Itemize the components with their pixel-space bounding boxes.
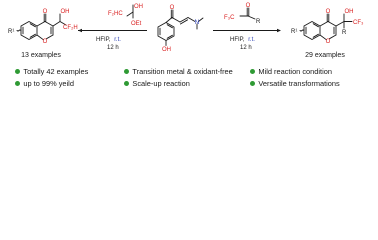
highlight-item: up to 99% yeild xyxy=(15,80,74,87)
left-conditions: HFIP, r.t. xyxy=(96,37,121,43)
left-conditions-time: 12 h xyxy=(107,45,119,51)
left-reagent-oh: OH xyxy=(134,4,143,10)
left-product-structure xyxy=(16,13,67,41)
highlight-text: Transition metal & oxidant-free xyxy=(132,67,233,76)
left-reagent-oet: OEt xyxy=(131,21,142,27)
reaction-scheme: O O OH CF₂H R¹ 13 examples F₂HC OH OEt H… xyxy=(8,3,364,59)
bullet-dot-icon xyxy=(250,69,256,75)
center-substrate-structure xyxy=(157,9,204,46)
right-arrow-head xyxy=(277,28,281,33)
center-substrate-n: N xyxy=(195,19,200,26)
highlight-item: Scale-up reaction xyxy=(124,80,190,87)
highlight-text: Scale-up reaction xyxy=(132,79,190,88)
right-reagent-f3c: F₃C xyxy=(224,15,235,21)
left-product-count: 13 examples xyxy=(21,52,61,59)
left-product-carbonyl-o: O xyxy=(43,9,48,15)
bullet-dot-icon xyxy=(124,69,130,75)
highlight-item: Totally 42 examples xyxy=(15,68,88,75)
right-product-r1: R¹ xyxy=(291,29,297,35)
bullet-dot-icon xyxy=(15,69,21,75)
bullet-dot-icon xyxy=(124,81,130,87)
highlight-item: Mild reaction condition xyxy=(250,68,332,75)
right-reagent-r: R xyxy=(256,19,261,25)
center-substrate-carbonyl-o: O xyxy=(170,5,175,11)
left-reagent-structure xyxy=(126,4,134,19)
right-conditions-temp: r.t. xyxy=(248,37,255,43)
highlight-item: Versatile transformations xyxy=(250,80,340,87)
right-reagent-o: O xyxy=(246,3,251,9)
right-conditions-time: 12 h xyxy=(240,45,252,51)
highlight-item: Transition metal & oxidant-free xyxy=(124,68,233,75)
bullet-dot-icon xyxy=(250,81,256,87)
bullet-dot-icon xyxy=(15,81,21,87)
left-conditions-temp: r.t. xyxy=(114,37,121,43)
right-product-cf3: CF₃ xyxy=(353,20,364,26)
right-product-carbonyl-o: O xyxy=(326,9,331,15)
right-product-structure xyxy=(299,13,353,41)
left-product-cf2h: CF₂H xyxy=(63,25,78,31)
right-reagent-structure xyxy=(239,7,256,20)
center-substrate-oh: OH xyxy=(162,47,171,53)
left-product-r1: R¹ xyxy=(8,29,14,35)
right-conditions-solvent: HFIP, xyxy=(230,37,245,43)
right-product-oh: OH xyxy=(345,9,354,15)
left-arrow-head xyxy=(78,28,82,33)
right-product-count: 29 examples xyxy=(305,52,345,59)
highlight-text: Versatile transformations xyxy=(258,79,340,88)
highlight-text: Totally 42 examples xyxy=(23,67,89,76)
left-conditions-solvent: HFIP, xyxy=(96,37,111,43)
highlight-text: Mild reaction condition xyxy=(258,67,332,76)
right-product-r: R xyxy=(342,30,347,36)
left-product-ring-o: O xyxy=(43,39,48,45)
left-reagent-cf2h: F₂HC xyxy=(108,11,123,17)
highlight-text: up to 99% yeild xyxy=(23,79,74,88)
right-product-ring-o: O xyxy=(326,39,331,45)
left-product-oh: OH xyxy=(61,9,70,15)
right-conditions: HFIP, r.t. xyxy=(230,37,255,43)
